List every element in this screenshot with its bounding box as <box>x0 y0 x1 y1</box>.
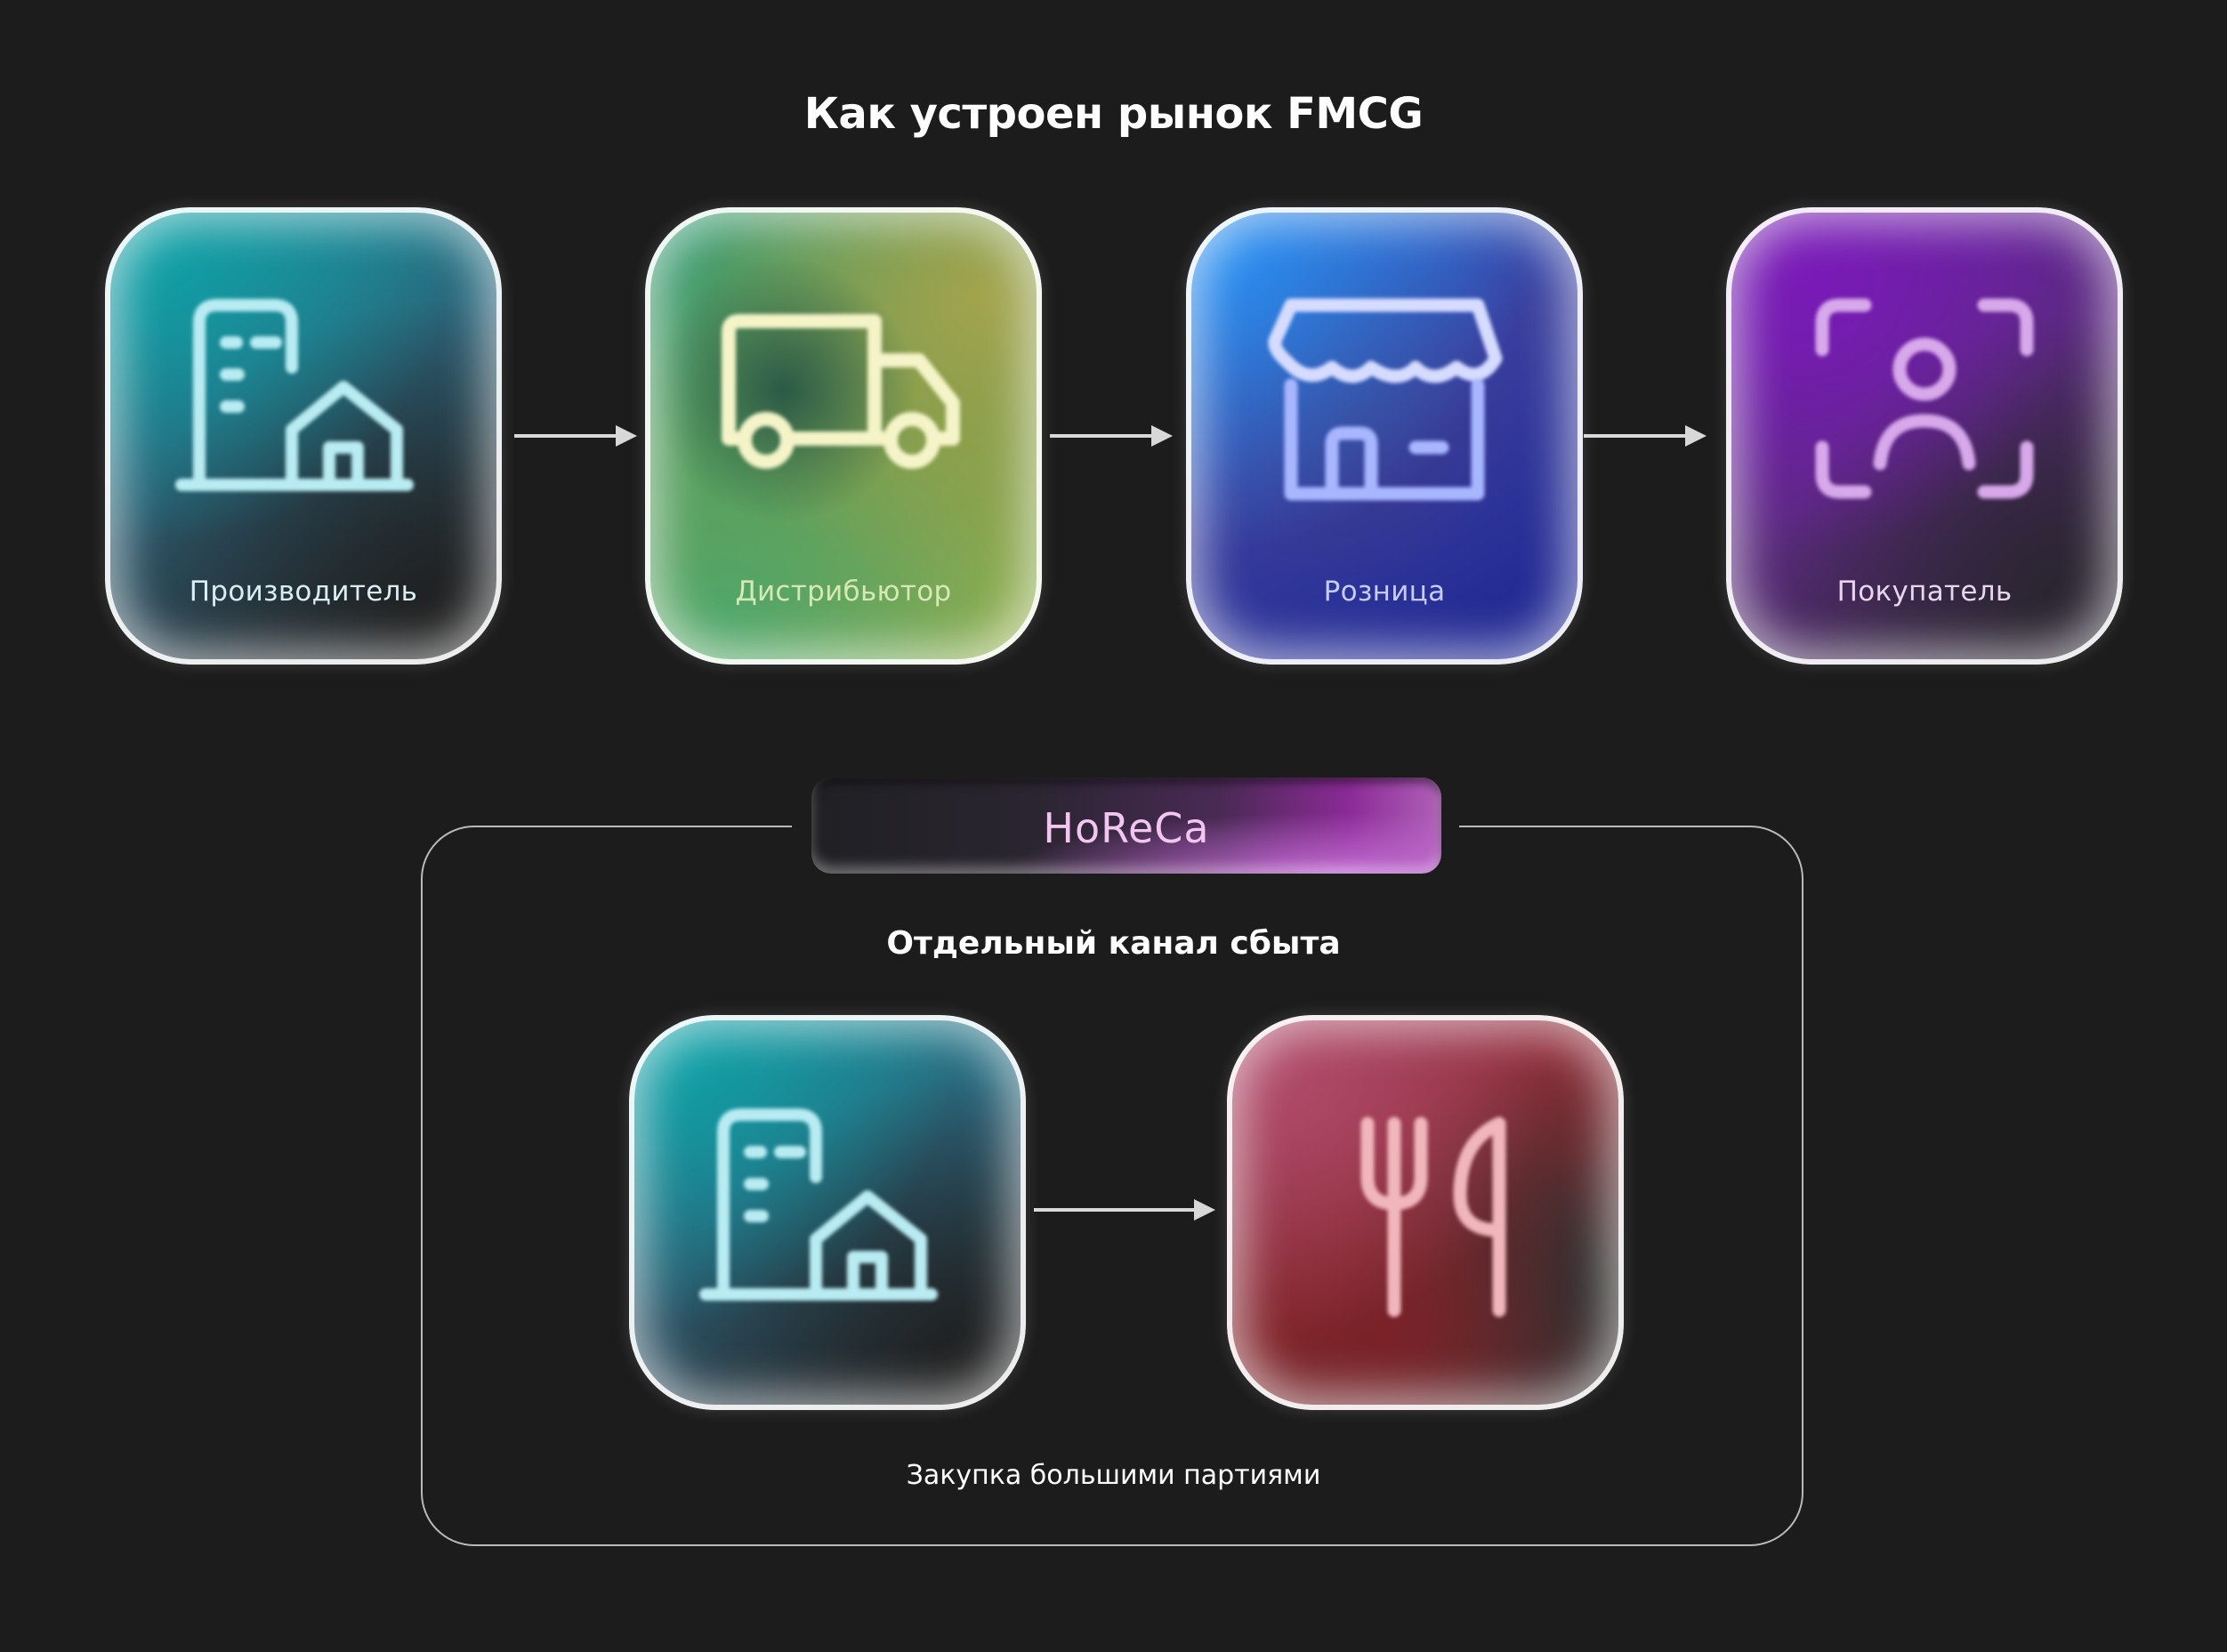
chain-label-retail: Розница <box>1323 576 1446 608</box>
horeca-badge-label: HoReCa <box>1043 804 1210 852</box>
arrow-right-icon <box>514 425 637 447</box>
horeca-badge: HoReCa <box>811 778 1441 874</box>
arrow-right-icon <box>1584 425 1707 447</box>
buyer-card: Покупатель <box>1726 207 2123 665</box>
arrow-right-icon <box>1050 425 1173 447</box>
chain-label-buyer: Покупатель <box>1836 576 2013 608</box>
fork-knife-icon <box>1360 1116 1506 1318</box>
face-scan-icon <box>1815 298 2034 499</box>
chain-label-producer: Производитель <box>189 576 418 608</box>
arrow-right-icon <box>1034 1199 1215 1221</box>
truck-icon <box>722 314 960 469</box>
page-title: Как устроен рынок FMCG <box>803 89 1424 139</box>
factory-icon <box>175 299 414 491</box>
horeca-restaurant-card <box>1227 1015 1624 1410</box>
factory-icon <box>699 1108 938 1301</box>
horeca-producer-card <box>629 1015 1026 1410</box>
horeca-caption: Закупка большими партиями <box>906 1460 1321 1491</box>
chain-label-distributor: Дистрибьютор <box>735 576 952 608</box>
distributor-card: Дистрибьютор <box>645 207 1042 665</box>
producer-card: Производитель <box>105 207 502 665</box>
horeca-subtitle: Отдельный канал сбыта <box>886 925 1341 962</box>
retail-card: Розница <box>1186 207 1583 665</box>
storefront-icon <box>1268 298 1503 501</box>
